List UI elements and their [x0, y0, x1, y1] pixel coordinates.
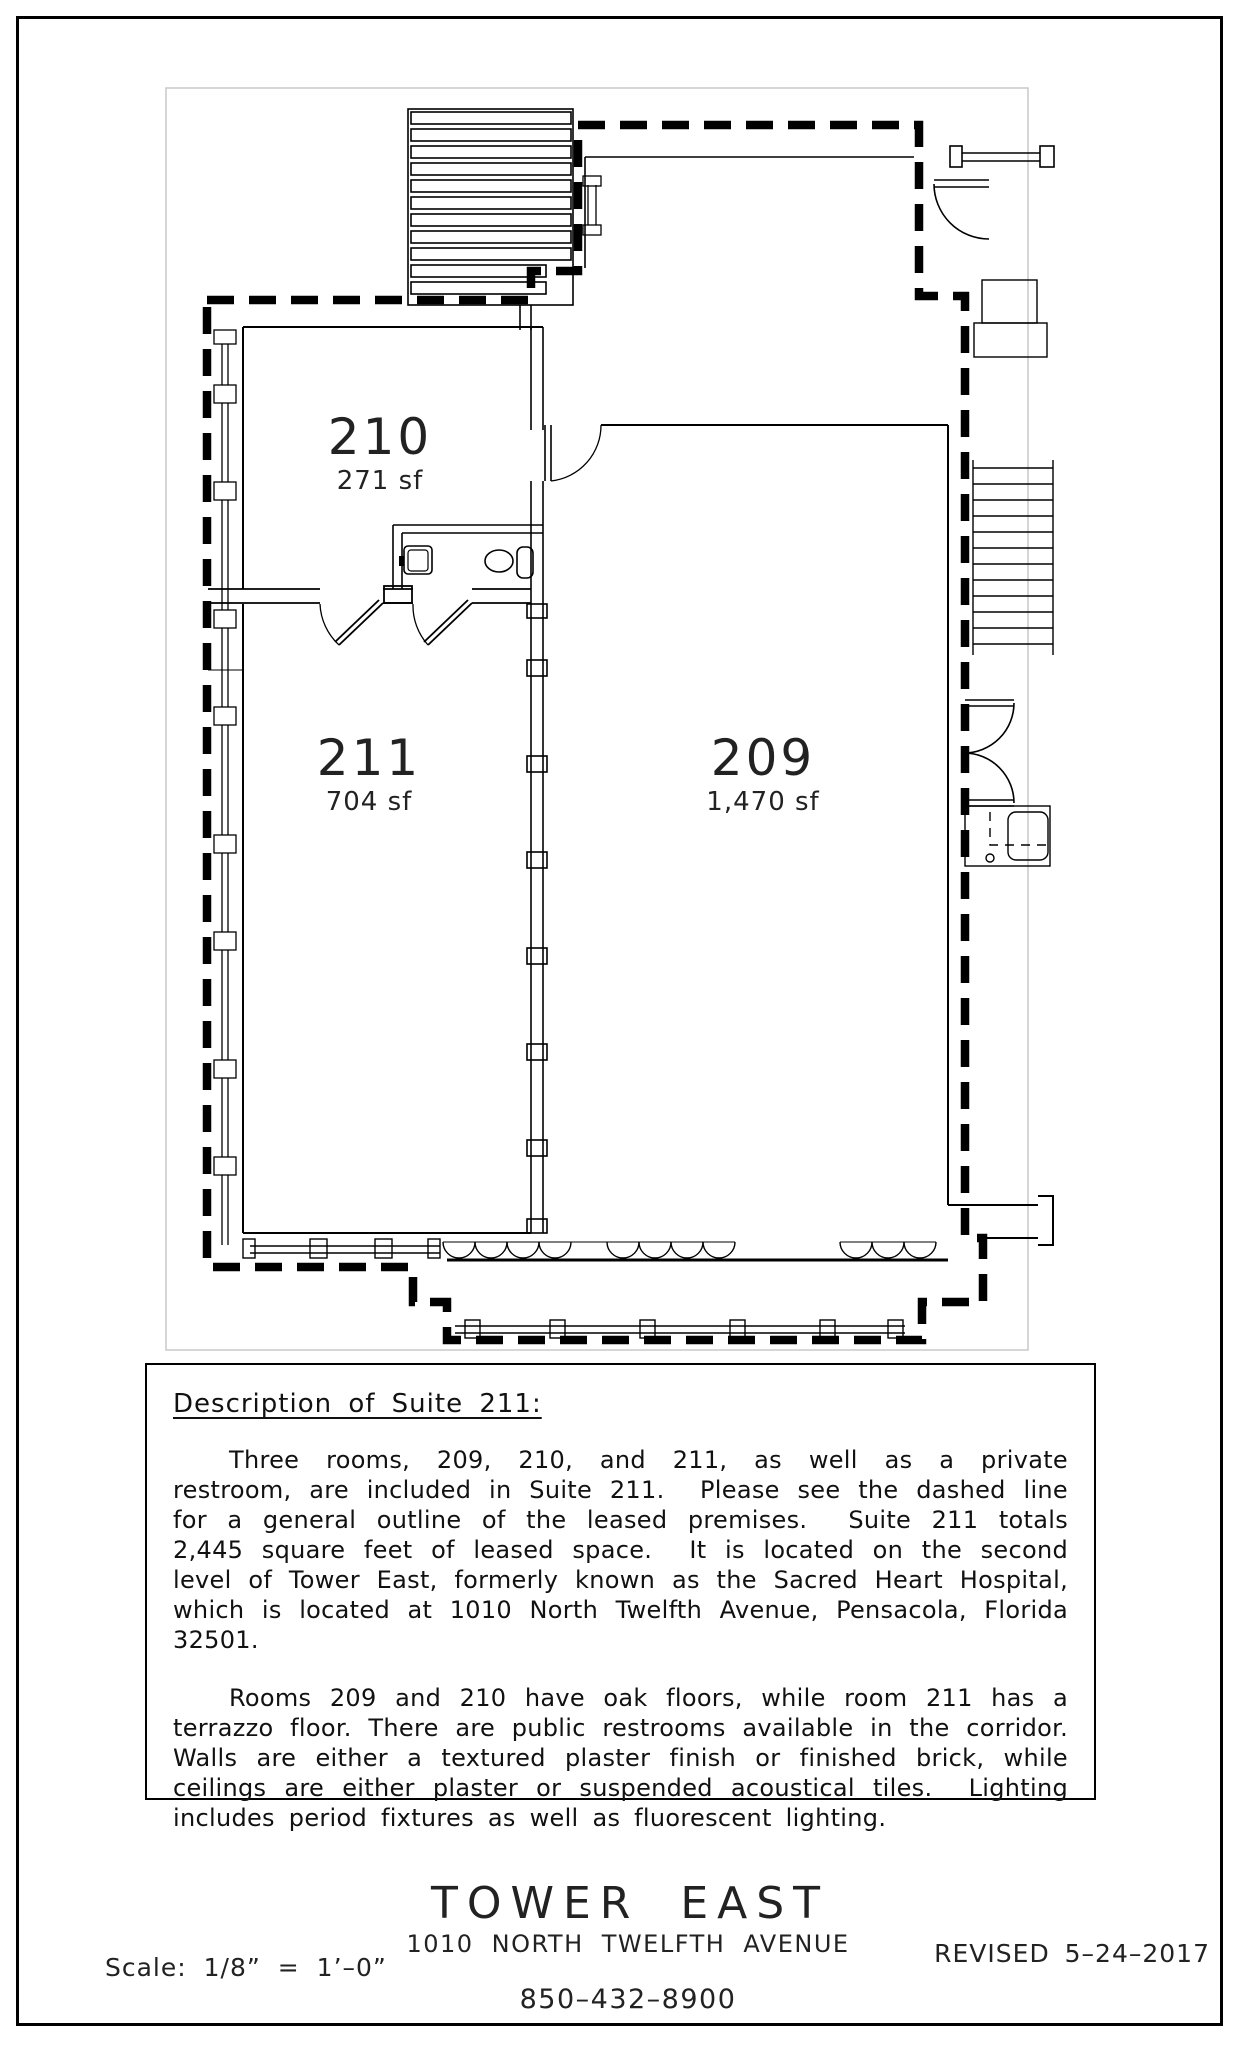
bottom-window-row [455, 1319, 905, 1339]
description-paragraph-2: Rooms 209 and 210 have oak floors, while… [173, 1684, 1096, 1832]
room-211-walls [242, 604, 531, 1234]
room-209-area: 1,470 sf [706, 787, 820, 817]
staircase-top-icon [407, 108, 574, 330]
room-209-label: 209 1,470 sf [706, 733, 819, 817]
room-211-bottom-window [242, 1238, 441, 1259]
door-swing-top-right [933, 179, 990, 240]
stair-side-window [582, 175, 602, 236]
bathtub-fixture-icon [964, 805, 1051, 867]
room-210-label: 210 271 sf [328, 412, 432, 496]
room-211-label: 211 704 sf [317, 733, 421, 817]
double-door-swing [963, 699, 1015, 807]
description-title: Description of Suite 211: [173, 1389, 542, 1419]
staircase-right-icon [972, 279, 1054, 655]
door-swing-room211-left [319, 599, 384, 646]
arched-window-scallops [442, 1241, 937, 1259]
building-phone: 850–432–8900 [519, 1984, 737, 2015]
description-box: Description of Suite 211: Three rooms, 2… [145, 1363, 1096, 1832]
room-209-number: 209 [710, 729, 816, 787]
middle-window-wall [526, 327, 602, 1234]
private-restroom [392, 524, 543, 589]
room-210-area: 271 sf [336, 466, 424, 496]
room-210-walls [242, 326, 543, 589]
building-name: TOWER EAST [430, 1878, 830, 1929]
room-209-walls [447, 424, 1054, 1262]
entry-vestibule [584, 145, 1055, 268]
corridor-wall [208, 585, 531, 646]
toilet-fixture-icon [399, 545, 433, 575]
door-swing-room211-right [412, 599, 473, 646]
left-window-wall [208, 329, 243, 1245]
floor-plan-drawing [165, 87, 1055, 1351]
sink-fixture-icon [484, 546, 534, 579]
scan-page-edge [165, 87, 1029, 1351]
document-border [16, 16, 1223, 2026]
room-211-number: 211 [316, 729, 422, 787]
revised-date: REVISED 5–24–2017 [934, 1939, 1210, 1968]
scale-note: Scale: 1/8” = 1’–0” [105, 1953, 387, 1982]
room-211-area: 704 sf [325, 787, 413, 817]
door-swing-room209 [544, 424, 602, 482]
description-paragraph-1: Three rooms, 209, 210, and 211, as well … [173, 1446, 1082, 1654]
room-210-number: 210 [327, 408, 433, 466]
building-address: 1010 NORTH TWELFTH AVENUE [406, 1930, 850, 1958]
